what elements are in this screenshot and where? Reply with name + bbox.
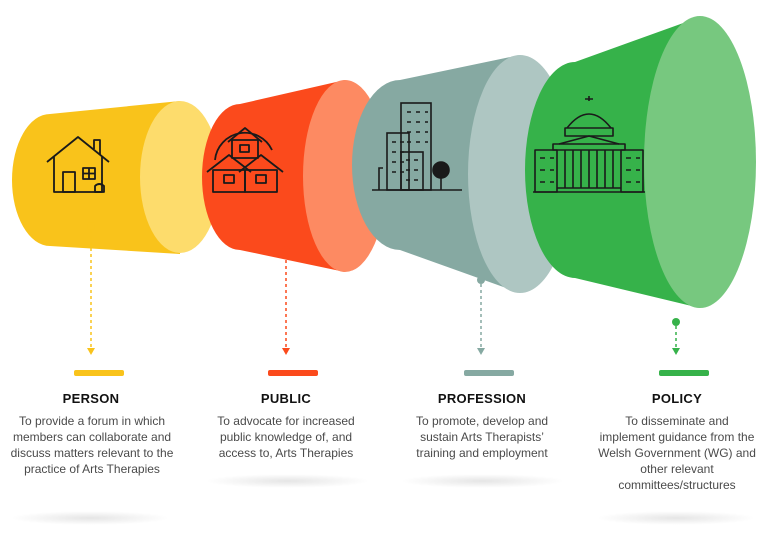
profession-title: PROFESSION	[437, 391, 527, 406]
policy-title: POLICY	[651, 391, 703, 406]
profession-color-bar	[464, 370, 514, 376]
policy-card-shadow	[596, 511, 756, 525]
public-color-bar	[268, 370, 318, 376]
policy-connector	[672, 318, 680, 355]
public-title: PUBLIC	[260, 391, 312, 406]
person-color-bar	[74, 370, 124, 376]
person-cylinder	[12, 101, 220, 254]
policy-cylinder	[525, 16, 756, 308]
profession-connector	[477, 276, 485, 355]
person-connector	[87, 222, 95, 355]
city-buildings-icon	[372, 102, 462, 191]
policy-color-bar	[659, 370, 709, 376]
policy-description: To disseminate and implement guidance fr…	[598, 414, 756, 492]
houses-community-icon	[206, 127, 284, 193]
government-building-icon	[533, 96, 645, 193]
person-card-shadow	[10, 511, 170, 525]
profession-description: To promote, develop and sustain Arts The…	[415, 414, 549, 460]
person-description: To provide a forum in which members can …	[10, 414, 174, 476]
person-title: PERSON	[62, 391, 120, 406]
profession-card-shadow	[400, 474, 565, 488]
public-connector	[282, 246, 290, 355]
public-description: To advocate for increased public knowled…	[217, 414, 355, 460]
house-icon	[46, 136, 110, 193]
public-card-shadow	[205, 474, 370, 488]
